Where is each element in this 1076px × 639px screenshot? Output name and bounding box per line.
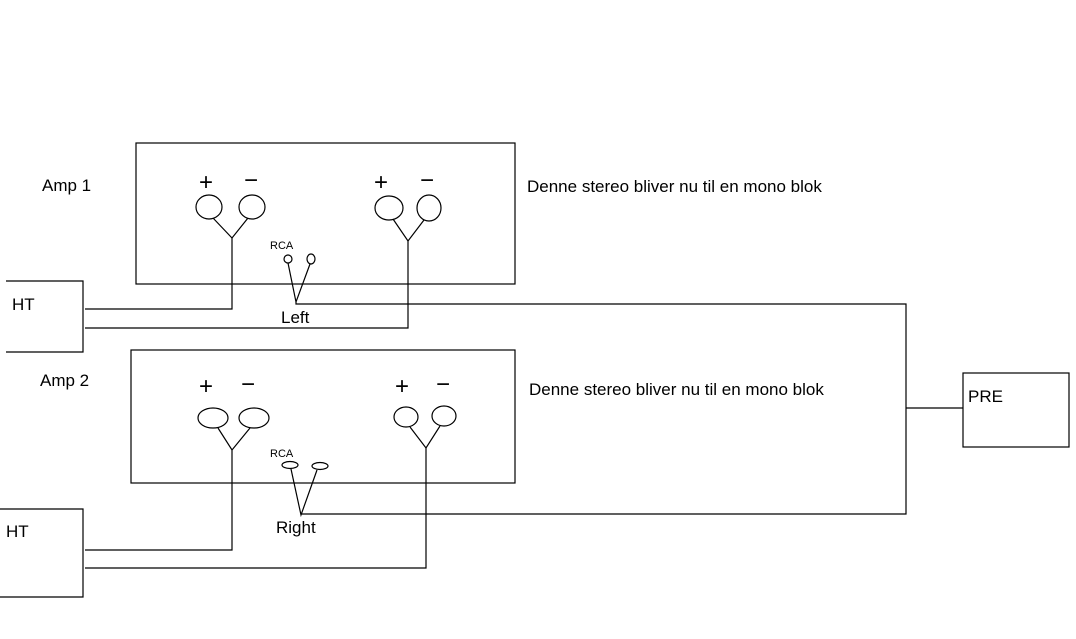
amp2-left-minus-symbol: −	[241, 371, 255, 398]
amp1-right-plus-terminal	[374, 195, 404, 221]
amp2-left-plus-symbol: +	[199, 373, 213, 400]
amp1-speaker-wire-1	[85, 238, 233, 310]
amp1-note: Denne stereo bliver nu til en mono blok	[527, 177, 822, 196]
speaker-top-label: HT	[12, 295, 35, 314]
amp1-right-terminal-wires	[392, 218, 425, 243]
amp1-left-plus-symbol: +	[199, 169, 213, 196]
amp2-right-minus-terminal	[431, 405, 457, 427]
amp2-channel-label: Right	[276, 518, 316, 537]
amp1-left-terminal-wires	[212, 217, 249, 239]
amp1-group: Amp 1 Denne stereo bliver nu til en mono…	[42, 142, 822, 327]
amp2-label: Amp 2	[40, 371, 89, 390]
amp1-rca-wires	[287, 262, 311, 305]
amp1-speaker-wire-2	[85, 241, 409, 329]
speaker-bottom-label: HT	[6, 522, 29, 541]
amp1-rca-label: RCA	[270, 240, 294, 252]
amp2-right-minus-symbol: −	[436, 371, 450, 398]
preamp-group: PRE	[962, 372, 1070, 448]
amp2-right-plus-symbol: +	[395, 373, 409, 400]
speaker-top-box	[6, 280, 84, 353]
amp1-left-plus-terminal	[195, 194, 223, 220]
amp2-rca-jack-left	[281, 460, 299, 470]
amp2-note: Denne stereo bliver nu til en mono blok	[529, 380, 824, 399]
preamp-box	[962, 372, 1070, 448]
amp1-rca-jack-left	[283, 254, 293, 264]
amp1-right-plus-symbol: +	[374, 169, 388, 196]
speaker-bottom-group: HT	[0, 508, 84, 598]
amp1-left-minus-terminal	[238, 194, 266, 220]
amp2-group: Amp 2 Denne stereo bliver nu til en mono…	[40, 349, 824, 537]
amp2-left-minus-terminal	[238, 407, 270, 429]
amp1-rca-jack-right	[306, 253, 316, 265]
amp1-label: Amp 1	[42, 176, 91, 195]
amp2-right-plus-terminal	[393, 406, 419, 428]
amp2-rca-jack-right	[311, 461, 329, 471]
amp2-rca-label: RCA	[270, 448, 294, 460]
amp1-box	[135, 142, 516, 285]
amp2-box	[130, 349, 516, 484]
amp2-left-plus-terminal	[197, 407, 229, 429]
amp1-left-minus-symbol: −	[244, 167, 258, 194]
amp2-speaker-wire-1	[85, 450, 233, 551]
amp1-channel-label: Left	[281, 308, 310, 327]
amp2-left-terminal-wires	[217, 427, 251, 452]
speaker-top-group: HT	[6, 280, 84, 353]
amp1-right-minus-symbol: −	[420, 167, 434, 194]
amp2-right-terminal-wires	[409, 425, 441, 450]
amp1-right-minus-terminal	[416, 194, 442, 222]
preamp-label: PRE	[968, 387, 1003, 406]
amp2-speaker-wire-2	[85, 448, 427, 569]
amp2-rca-wires	[290, 468, 318, 518]
speaker-bottom-box	[0, 508, 84, 598]
left-signal-wire	[295, 302, 907, 515]
